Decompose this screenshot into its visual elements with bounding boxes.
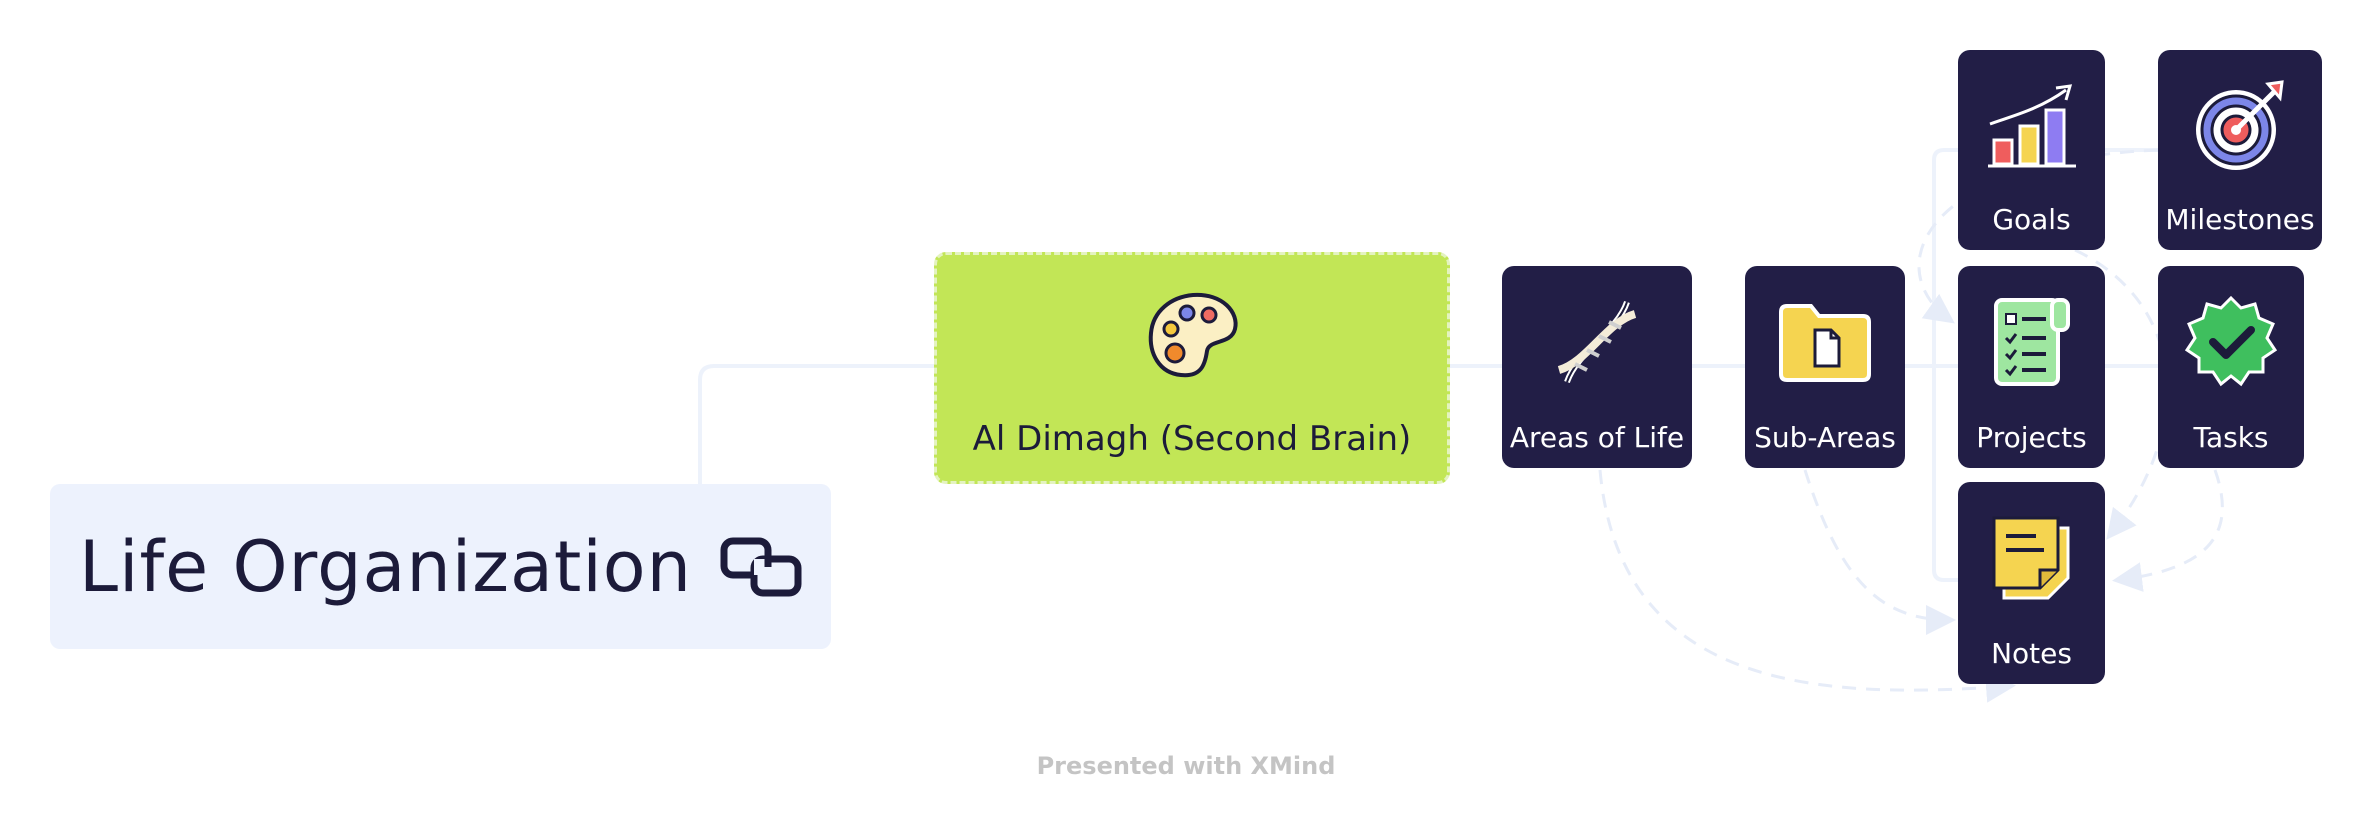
projects-label: Projects [1976, 421, 2087, 454]
goals-node[interactable]: Goals [1958, 50, 2105, 250]
link-icon[interactable] [720, 537, 802, 597]
bar-chart-icon [1987, 84, 2076, 168]
check-badge-icon [2184, 295, 2278, 387]
watermark: Presented with XMind [1036, 752, 1336, 780]
relationship-lines [1598, 148, 2224, 703]
sub-areas-node[interactable]: Sub-Areas [1745, 266, 1905, 468]
subareas-to-notes-relationship [1803, 469, 1956, 635]
target-icon [2196, 80, 2284, 170]
root-topic-label: Life Organization [79, 525, 692, 608]
areas-of-life-node[interactable]: Areas of Life [1502, 266, 1692, 468]
branch-trunk-line [1932, 148, 1958, 582]
goals-label: Goals [1992, 203, 2071, 236]
milestones-label: Milestones [2165, 203, 2315, 236]
sub-areas-label: Sub-Areas [1754, 421, 1896, 454]
milestones-node[interactable]: Milestones [2158, 50, 2322, 250]
sticky-note-icon [1992, 516, 2069, 600]
projects-node[interactable]: Projects [1958, 266, 2105, 468]
palette-icon [1148, 292, 1238, 378]
areas-of-life-label: Areas of Life [1509, 421, 1685, 454]
root-to-brain-line [698, 364, 934, 484]
root-topic[interactable]: Life Organization [50, 484, 831, 649]
checklist-icon [1993, 298, 2070, 386]
tasks-node[interactable]: Tasks [2158, 266, 2304, 468]
tasks-label: Tasks [2193, 421, 2269, 454]
notes-node[interactable]: Notes [1958, 482, 2105, 684]
second-brain-topic[interactable]: Al Dimagh (Second Brain) [934, 252, 1450, 484]
dna-icon [1557, 300, 1637, 384]
areas-to-notes-relationship [1598, 469, 2016, 703]
second-brain-label: Al Dimagh (Second Brain) [972, 419, 1412, 459]
notes-label: Notes [1991, 637, 2072, 670]
folder-icon [1779, 304, 1871, 382]
tasks-to-notes-relationship [2112, 469, 2224, 592]
